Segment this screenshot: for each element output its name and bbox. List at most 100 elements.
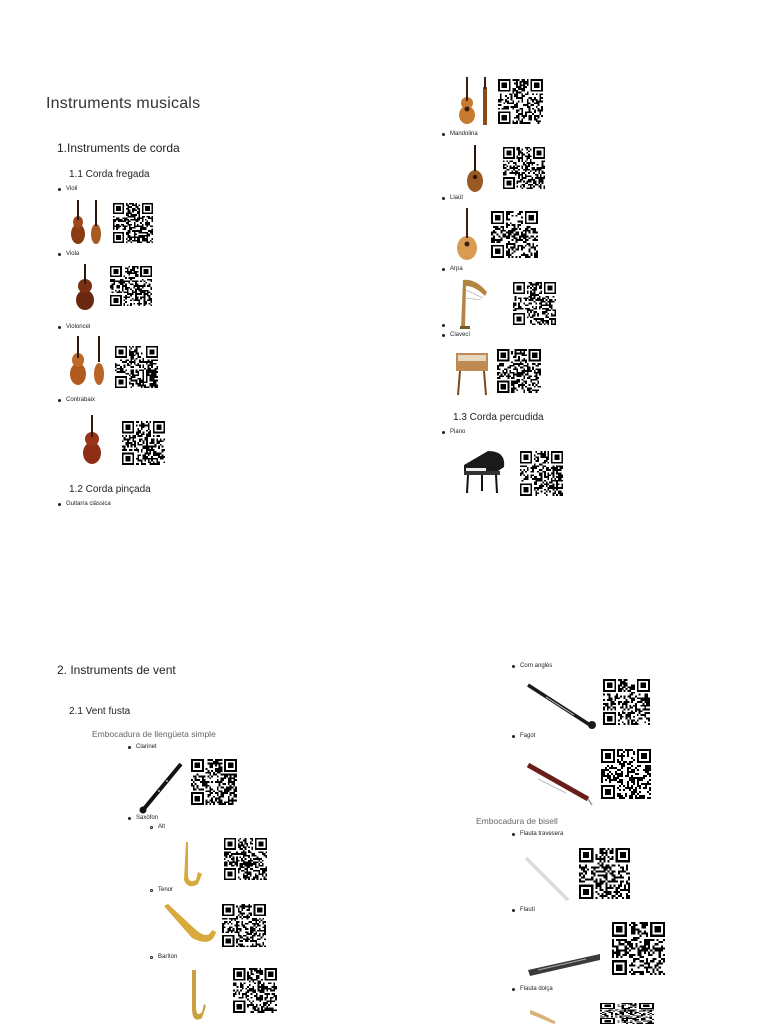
guitar-image xyxy=(455,73,491,127)
list-item-violoncel: Violoncel xyxy=(58,324,90,330)
list-item-label: Baríton xyxy=(158,954,178,960)
section-heading-vent: 2. Instruments de vent xyxy=(57,663,176,677)
list-item-label: Clarinet xyxy=(136,744,157,750)
list-item-label: Fagot xyxy=(520,733,536,739)
bullet-dot-icon xyxy=(58,187,61,191)
qr-code-icon xyxy=(601,749,651,799)
qr-code-icon xyxy=(498,79,543,124)
list-item-label: Violí xyxy=(66,186,78,192)
violin-image xyxy=(66,196,106,248)
list-item-guitarra: Guitarra clàssica xyxy=(58,501,111,507)
list-item-fagot: Fagot xyxy=(512,733,535,739)
bullet-dot-icon xyxy=(442,196,445,200)
bullet-dot-icon xyxy=(442,430,445,434)
list-item-label: Arpa xyxy=(450,266,463,272)
list-item-mandolina: Mandolina xyxy=(442,131,478,137)
list-item-label: Alt xyxy=(158,824,166,830)
list-item-violi: Violí xyxy=(58,186,78,192)
page-title: Instruments musicals xyxy=(46,95,201,112)
qr-code-icon xyxy=(115,346,158,388)
list-item-label: Piano xyxy=(450,429,466,435)
qr-code-icon xyxy=(520,451,563,496)
list-item-flauta-travesera: Flauta travesera xyxy=(512,831,563,837)
baritone-sax-image xyxy=(184,968,206,1020)
clarinet-image xyxy=(137,760,185,814)
list-item-label: Llaüt xyxy=(450,195,464,201)
subheading-vent-fusta: 2.1 Vent fusta xyxy=(69,706,131,717)
subheading-corda-percudida: 1.3 Corda percudida xyxy=(453,412,544,423)
list-item-label: Violoncel xyxy=(66,324,91,330)
harpsichord-image xyxy=(452,343,492,397)
qr-code-icon xyxy=(222,904,266,947)
list-item-label: Contrabaix xyxy=(66,397,96,403)
qr-code-icon xyxy=(110,266,152,306)
bullet-ring-icon xyxy=(150,825,153,829)
list-item-flauta-dolca: Flauta dolça xyxy=(512,986,553,992)
list-item-label: Mandolina xyxy=(450,131,478,137)
list-item-label: Flauta travesera xyxy=(520,831,564,837)
recorder-image xyxy=(528,1008,558,1024)
list-item-clarinet: Clarinet xyxy=(128,744,157,750)
viola-image xyxy=(72,262,98,312)
list-item-label: Viola xyxy=(66,251,80,257)
qr-code-icon xyxy=(497,349,541,393)
list-item-corn-angles: Corn anglès xyxy=(512,663,552,669)
bullet-dot-icon xyxy=(442,267,445,271)
qr-code-icon xyxy=(503,147,545,189)
mandolin-image xyxy=(464,143,486,193)
qr-code-icon xyxy=(113,203,153,243)
list-item-claveci: Clavecí xyxy=(442,332,470,338)
bullet-dot-icon xyxy=(58,252,61,256)
bullet-dot-icon xyxy=(512,664,515,668)
list-item-label: Clavecí xyxy=(450,332,471,338)
list-item-arpa: Arpa xyxy=(442,266,463,272)
flute-image xyxy=(522,854,572,904)
double-bass-image xyxy=(80,413,104,465)
qr-code-icon xyxy=(603,679,650,725)
bullet-dot-icon xyxy=(442,333,445,337)
english-horn-image xyxy=(526,679,598,731)
bullet-dot-icon xyxy=(58,325,61,329)
bullet-dot-icon xyxy=(128,816,131,820)
section-heading-corda: 1.Instruments de corda xyxy=(57,141,180,155)
bullet-ring-icon xyxy=(150,888,153,892)
bullet-dot-icon xyxy=(512,832,515,836)
list-item-empty xyxy=(442,324,445,327)
list-item-tenor: Tenor xyxy=(150,887,173,893)
qr-code-icon xyxy=(600,1003,654,1024)
list-item-saxofon: Saxòfon xyxy=(128,815,158,821)
bullet-ring-icon xyxy=(150,955,153,959)
bullet-dot-icon xyxy=(512,987,515,991)
bullet-dot-icon xyxy=(442,132,445,136)
list-item-label: Corn anglès xyxy=(520,663,553,669)
qr-code-icon xyxy=(579,848,630,899)
subheading-corda-fregada: 1.1 Corda fregada xyxy=(69,169,150,180)
list-item-piano: Piano xyxy=(442,429,465,435)
subheading-corda-pincada: 1.2 Corda pinçada xyxy=(69,484,151,495)
list-item-viola: Viola xyxy=(58,251,79,257)
harp-image xyxy=(455,276,491,330)
subheading-bisell: Embocadura de bisell xyxy=(476,816,558,826)
qr-code-icon xyxy=(513,282,556,325)
subheading-llengueta-simple: Embocadura de llengüeta simple xyxy=(92,729,216,739)
bassoon-image xyxy=(526,759,596,807)
alto-sax-image xyxy=(176,840,204,888)
list-item-label: Guitarra clàssica xyxy=(66,501,111,507)
bullet-dot-icon xyxy=(512,734,515,738)
bullet-dot-icon xyxy=(58,398,61,402)
list-item-contrabaix: Contrabaix xyxy=(58,397,95,403)
qr-code-icon xyxy=(233,968,277,1013)
qr-code-icon xyxy=(612,922,665,975)
list-item-label: Saxòfon xyxy=(136,815,159,821)
qr-code-icon xyxy=(122,421,165,465)
qr-code-icon xyxy=(491,211,538,258)
list-item-bariton: Baríton xyxy=(150,954,177,960)
piccolo-image xyxy=(526,948,602,978)
tenor-sax-image xyxy=(162,900,218,948)
qr-code-icon xyxy=(191,759,237,805)
list-item-label: Flauta dolça xyxy=(520,986,553,992)
list-item-alt: Alt xyxy=(150,824,165,830)
list-item-flauti: Flautí xyxy=(512,907,535,913)
lute-image xyxy=(455,206,479,262)
piano-image xyxy=(458,441,508,495)
